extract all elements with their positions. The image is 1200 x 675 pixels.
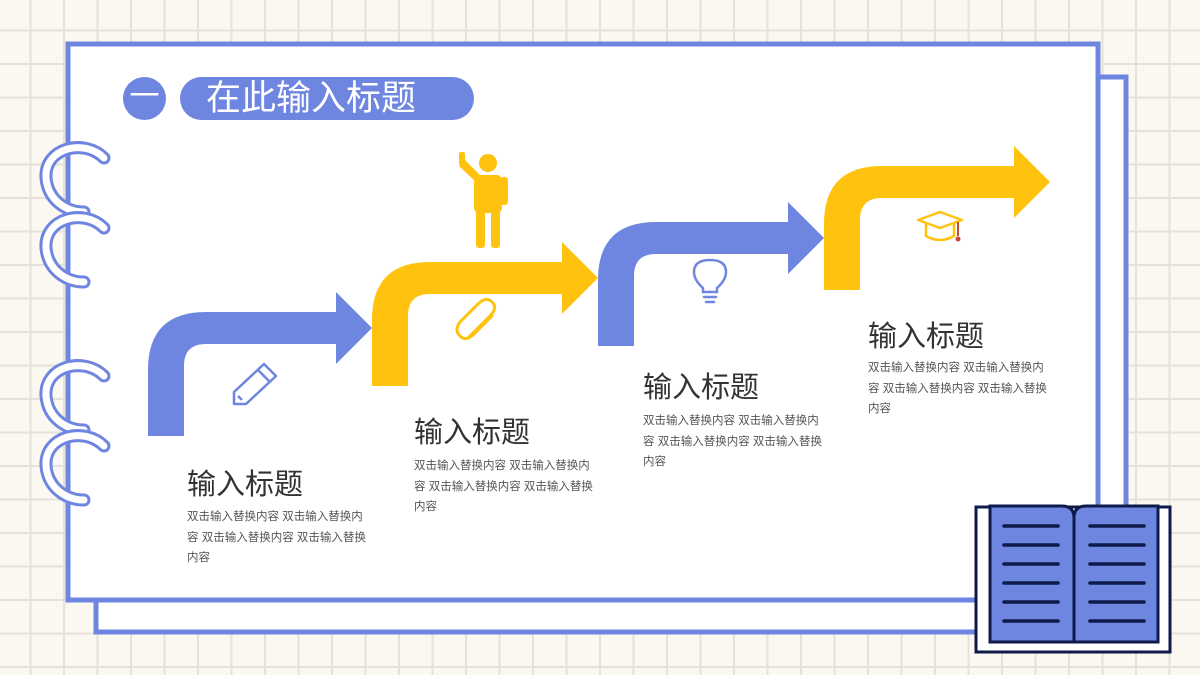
binder-rings — [39, 141, 111, 507]
section-number-badge: 一 — [123, 77, 166, 120]
step-arrow-1 — [148, 292, 372, 436]
binder-ring — [39, 141, 111, 219]
step-body-4: 双击输入替换内容 双击输入替换内容 双击输入替换内容 双击输入替换内容 — [868, 362, 1047, 415]
page-title: 在此输入标题 — [180, 77, 474, 120]
binder-ring — [39, 211, 111, 289]
book-icon — [974, 504, 1172, 654]
step-title-4: 输入标题 — [868, 321, 985, 353]
person-pointing-icon — [459, 152, 508, 248]
paperclip-icon — [455, 297, 497, 341]
step-title-1: 输入标题 — [187, 469, 304, 501]
step-arrow-2 — [372, 242, 598, 386]
step-body-1: 双击输入替换内容 双击输入替换内容 双击输入替换内容 双击输入替换内容 — [187, 511, 366, 564]
step-title-2: 输入标题 — [414, 417, 531, 449]
binder-ring — [39, 359, 111, 437]
graduation-cap-icon — [916, 210, 964, 242]
step-arrow-3 — [598, 202, 824, 346]
pencil-icon — [232, 362, 278, 406]
step-body-3: 双击输入替换内容 双击输入替换内容 双击输入替换内容 双击输入替换内容 — [643, 415, 822, 468]
step-arrow-4 — [824, 146, 1050, 290]
step-title-3: 输入标题 — [643, 372, 760, 404]
step-body-2: 双击输入替换内容 双击输入替换内容 双击输入替换内容 双击输入替换内容 — [414, 460, 593, 513]
lightbulb-icon — [692, 258, 728, 304]
binder-ring — [39, 429, 111, 507]
